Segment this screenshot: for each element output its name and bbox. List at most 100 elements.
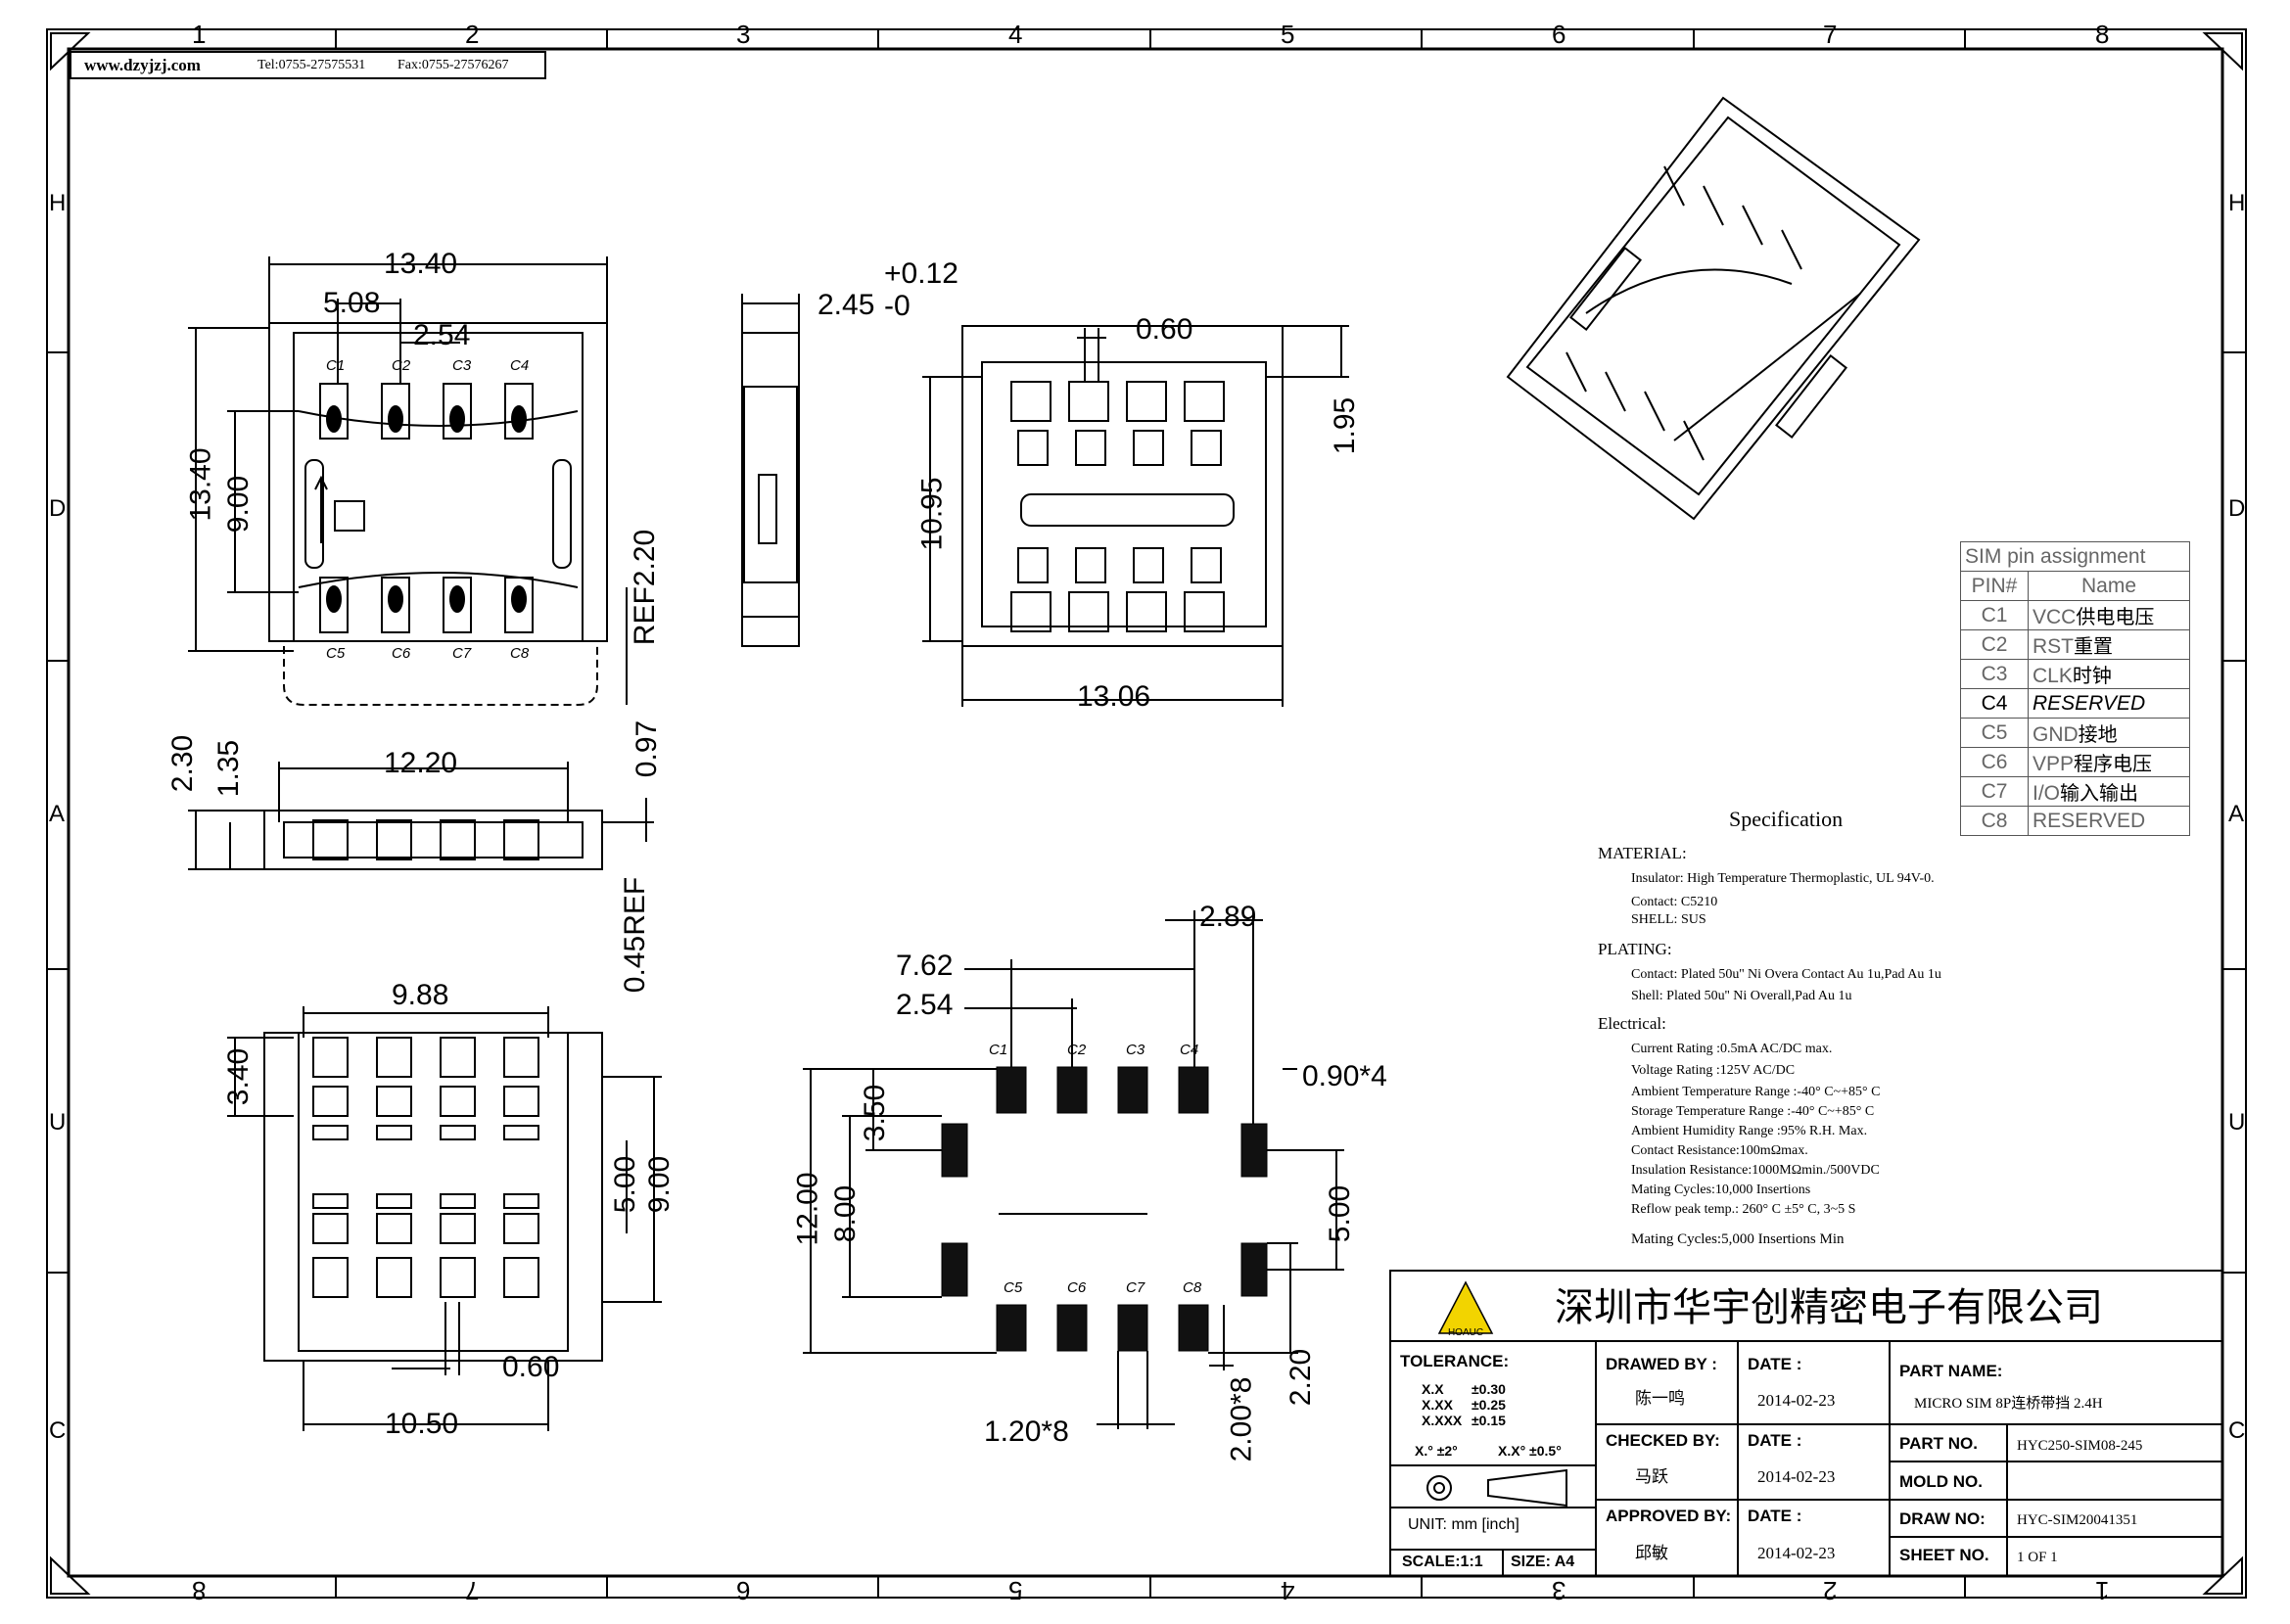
drawn-by-label: DRAWED BY :	[1606, 1355, 1717, 1373]
dim-label: 7.62	[896, 950, 954, 982]
checked-by-label: CHECKED BY:	[1606, 1431, 1720, 1450]
header-box	[70, 51, 546, 79]
spec-plating-head: PLATING:	[1598, 940, 1672, 958]
pin-label: C8	[1183, 1279, 1202, 1296]
spec-line: Ambient Humidity Range :95% R.H. Max.	[1631, 1124, 1868, 1138]
zone-label: A	[2228, 801, 2245, 827]
website-text[interactable]: www.dzyjzj.com	[84, 56, 201, 74]
approved-by: 邱敏	[1635, 1544, 1668, 1562]
dim-label: -0	[884, 290, 911, 322]
zone-label: H	[49, 190, 67, 216]
company-name: 深圳市华宇创精密电子有限公司	[1555, 1286, 2103, 1329]
dim-label: 9.00	[643, 1155, 677, 1214]
under-view	[227, 1006, 662, 1431]
pin-label: C7	[1126, 1279, 1145, 1296]
pin-label: C6	[392, 645, 411, 662]
sheet-no-label: SHEET NO.	[1899, 1546, 1989, 1564]
draw-no-label: DRAW NO:	[1899, 1509, 1986, 1528]
scale-label: SCALE:1:1	[1402, 1554, 1483, 1570]
pin-col-header: PIN#	[1960, 571, 2029, 601]
spec-material-head: MATERIAL:	[1598, 844, 1687, 862]
dim-label: REF2.20	[629, 529, 662, 646]
dim-label: 2.54	[896, 989, 954, 1021]
dim-label: 2.20	[1285, 1348, 1318, 1407]
part-name: MICRO SIM 8P连桥带挡 2.4H	[1914, 1396, 2103, 1412]
date-value: 2014-02-23	[1757, 1391, 1836, 1410]
fax-text: Fax:0755-27576267	[397, 58, 509, 72]
unit-label: UNIT: mm [inch]	[1408, 1516, 1519, 1533]
dim-label: 2.89	[1199, 901, 1257, 933]
pcb-layout	[803, 910, 1344, 1429]
zone-label: 6	[1552, 20, 1566, 49]
name-col-header: Name	[2028, 571, 2190, 601]
date-value: 2014-02-23	[1757, 1467, 1836, 1486]
zone-label: 5	[1008, 1576, 1023, 1605]
spec-line: Contact: Plated 50u'' Ni Overa Contact A…	[1631, 967, 1941, 982]
top-view	[188, 256, 628, 706]
spec-line: Shell: Plated 50u'' Ni Overall,Pad Au 1u	[1631, 989, 1852, 1003]
approved-by-label: APPROVED BY:	[1606, 1507, 1732, 1525]
pin-label: C1	[989, 1042, 1008, 1058]
dim-label: 1.35	[212, 739, 246, 798]
zone-label: 4	[1008, 20, 1023, 49]
zone-ticks	[47, 29, 2246, 1598]
tolerance-label: TOLERANCE:	[1400, 1352, 1510, 1370]
pin-label: C8	[510, 645, 530, 662]
dim-label: 10.95	[915, 477, 949, 551]
dim-label: 5.00	[1324, 1184, 1357, 1243]
zone-label: 8	[2095, 20, 2110, 49]
zone-label: U	[49, 1109, 67, 1136]
dim-label: 10.50	[385, 1408, 459, 1440]
spec-line: Storage Temperature Range :-40° C~+85° C	[1631, 1104, 1875, 1119]
zone-label: U	[2228, 1109, 2246, 1136]
pin-label: C4	[510, 357, 530, 374]
pin-label: C2	[392, 357, 411, 374]
zone-label: 7	[465, 1576, 480, 1605]
dim-label: +0.12	[884, 257, 958, 290]
dim-label: 2.30	[166, 734, 200, 793]
date-label: DATE :	[1748, 1507, 1802, 1525]
tol-angle-2: X.X° ±0.5°	[1498, 1443, 1562, 1459]
tol-x-val: ±0.30	[1472, 1381, 1506, 1397]
dim-label: 0.90*4	[1302, 1060, 1387, 1092]
inner-frame	[67, 47, 2224, 1578]
dim-label: 3.40	[222, 1047, 256, 1106]
title-block	[1389, 1270, 2223, 1577]
zone-label: 1	[2095, 1576, 2110, 1605]
zone-label: 5	[1281, 20, 1295, 49]
zone-label: 8	[192, 1576, 207, 1605]
dim-label: 2.00*8	[1225, 1376, 1258, 1462]
spec-line: Ambient Temperature Range :-40° C~+85° C	[1631, 1085, 1881, 1099]
bottom-view	[922, 325, 1349, 707]
part-no: HYC250-SIM08-245	[2017, 1438, 2143, 1454]
tel-text: Tel:0755-27575531	[257, 58, 366, 72]
side-view	[741, 294, 800, 647]
tol-xxx: X.XXX	[1422, 1413, 1463, 1428]
pin-label: C3	[452, 357, 472, 374]
pin-label: C5	[326, 645, 346, 662]
tol-xx: X.XX	[1422, 1397, 1453, 1413]
dim-label: 0.60	[502, 1351, 560, 1383]
spec-line: Current Rating :0.5mA AC/DC max.	[1631, 1042, 1833, 1056]
svg-text:HOAUC: HOAUC	[1448, 1327, 1483, 1338]
pin-label: C2	[1067, 1042, 1087, 1058]
part-no-label: PART NO.	[1899, 1434, 1978, 1453]
dim-label: 5.08	[323, 287, 381, 319]
spec-line: SHELL: SUS	[1631, 912, 1706, 927]
pin-label: C5	[1004, 1279, 1023, 1296]
dim-label: 12.00	[791, 1172, 824, 1246]
spec-line: Reflow peak temp.: 260° C ±5° C, 3~5 S	[1631, 1202, 1856, 1217]
dim-label: 13.40	[384, 248, 458, 280]
date-label: DATE :	[1748, 1355, 1802, 1373]
zone-label: 4	[1281, 1576, 1295, 1605]
dim-label: 13.06	[1077, 680, 1151, 713]
spec-line: Insulation Resistance:1000MΩmin./500VDC	[1631, 1163, 1880, 1178]
dim-label: 2.54	[413, 319, 471, 351]
